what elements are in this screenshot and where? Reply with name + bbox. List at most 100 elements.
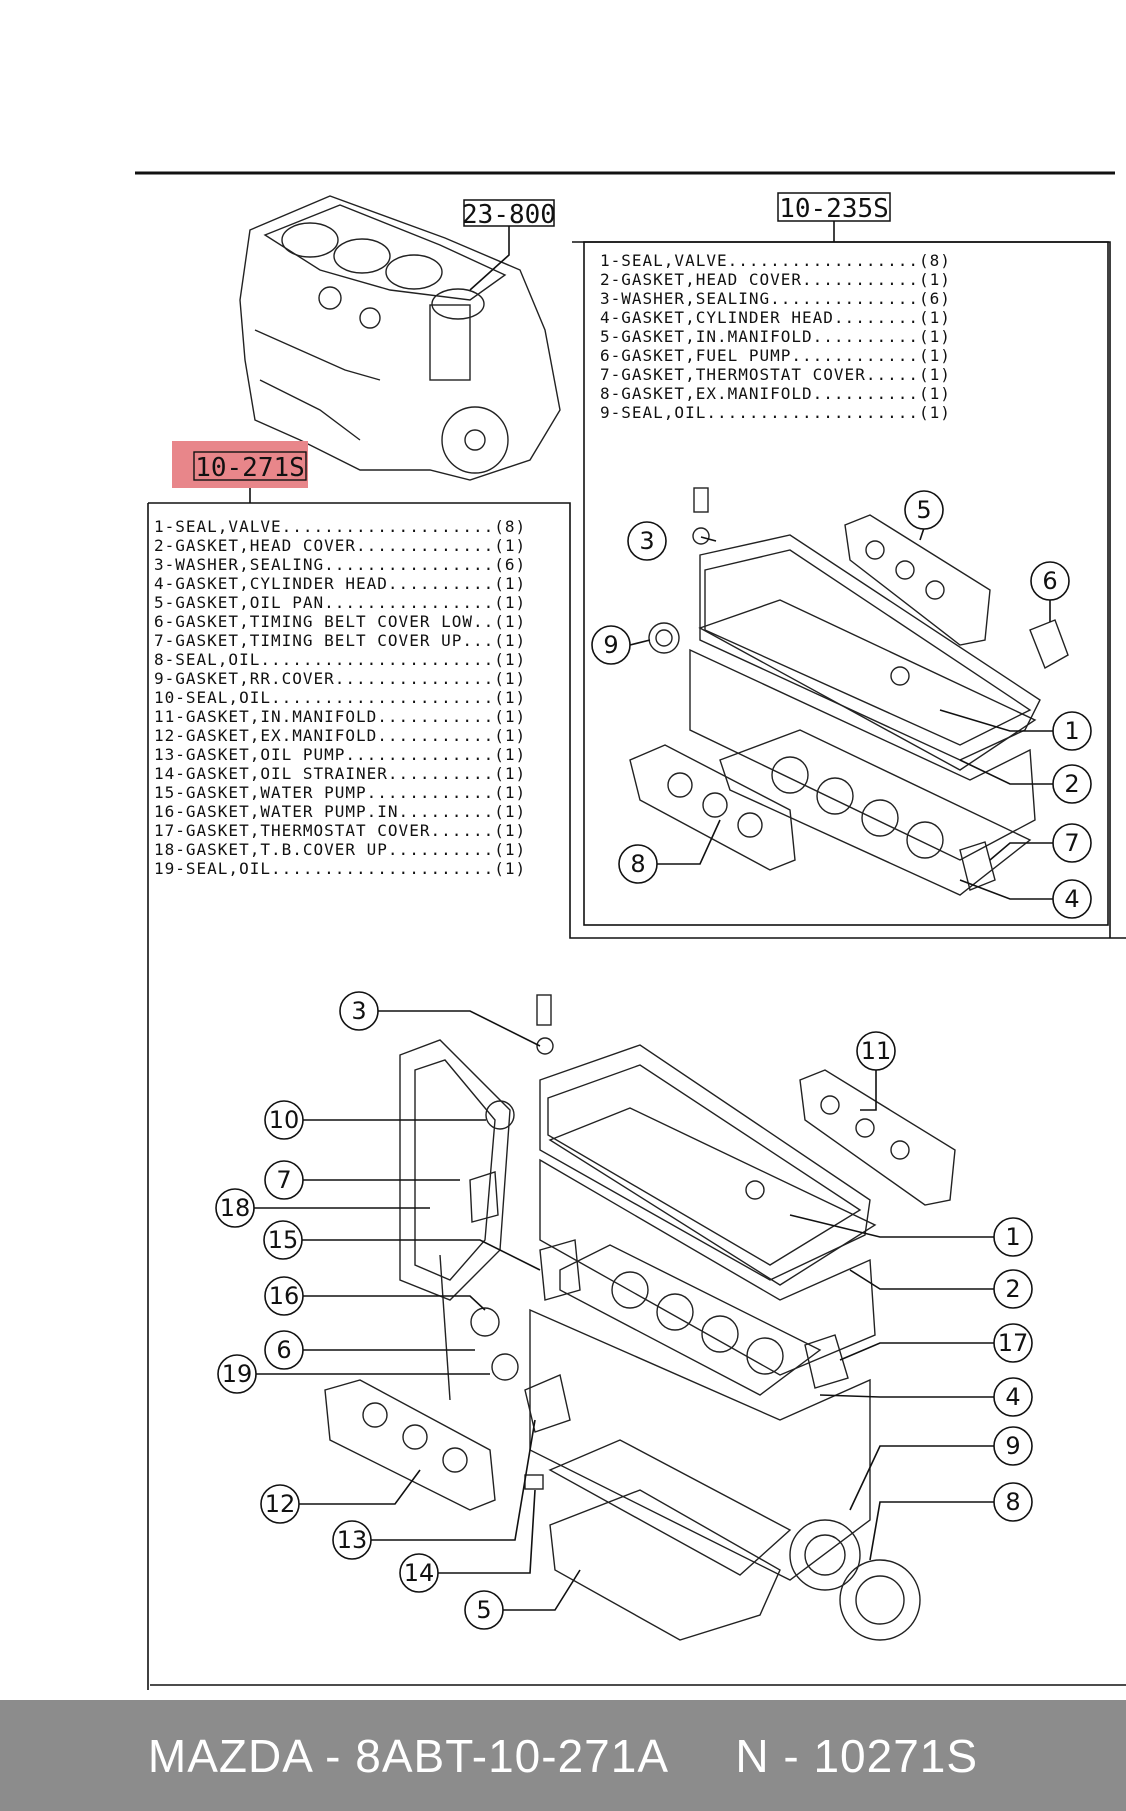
callout: 19 (217, 1354, 257, 1394)
svg-text:7: 7 (1064, 829, 1079, 857)
callout: 9 (591, 625, 631, 665)
callout: 7 (1052, 823, 1092, 863)
list-item: 19-SEAL,OIL.....................(1) (154, 859, 526, 878)
list-item: 8-SEAL,OIL......................(1) (154, 650, 526, 669)
svg-text:9: 9 (1005, 1432, 1020, 1460)
lower-exploded-drawing (324, 994, 956, 1641)
svg-text:19: 19 (222, 1360, 253, 1388)
callout: 5 (904, 490, 944, 530)
callout: 18 (215, 1188, 255, 1228)
callout: 3 (339, 991, 379, 1031)
callout: 7 (264, 1160, 304, 1200)
list-item: 1-SEAL,VALVE....................(8) (154, 517, 526, 536)
callout: 8 (618, 844, 658, 884)
list-item: 7-GASKET,THERMOSTAT COVER.....(1) (600, 365, 951, 384)
upper-exploded-drawing (629, 487, 1069, 896)
svg-text:9: 9 (603, 631, 618, 659)
svg-text:3: 3 (639, 527, 654, 555)
svg-text:8: 8 (630, 850, 645, 878)
list-item: 9-SEAL,OIL....................(1) (600, 403, 951, 422)
svg-text:13: 13 (337, 1526, 368, 1554)
list-item: 6-GASKET,FUEL PUMP............(1) (600, 346, 951, 365)
callout: 2 (993, 1269, 1033, 1309)
list-item: 11-GASKET,IN.MANIFOLD...........(1) (154, 707, 526, 726)
list-item: 4-GASKET,CYLINDER HEAD..........(1) (154, 574, 526, 593)
callout: 17 (993, 1323, 1033, 1363)
callout: 1 (1052, 711, 1092, 751)
main-kit-parts-list: 1-SEAL,VALVE....................(8) 2-GA… (154, 517, 526, 878)
list-item: 5-GASKET,IN.MANIFOLD..........(1) (600, 327, 951, 346)
svg-text:5: 5 (476, 1596, 491, 1624)
engine-block-illustration (239, 195, 561, 481)
callout: 12 (260, 1484, 300, 1524)
svg-text:4: 4 (1005, 1383, 1020, 1411)
svg-text:2: 2 (1005, 1275, 1020, 1303)
list-item: 2-GASKET,HEAD COVER...........(1) (600, 270, 951, 289)
block-ref-label: 23-800 (462, 200, 556, 230)
part-number-text: MAZDA - 8ABT-10-271A N - 10271S (147, 1729, 979, 1782)
list-item: 15-GASKET,WATER PUMP............(1) (154, 783, 526, 802)
list-item: 2-GASKET,HEAD COVER.............(1) (154, 536, 526, 555)
list-item: 8-GASKET,EX.MANIFOLD..........(1) (600, 384, 951, 403)
svg-text:15: 15 (268, 1226, 299, 1254)
lower-callouts: 3 11 10 7 18 1 15 2 16 17 6 19 4 9 8 12 … (215, 991, 1033, 1630)
svg-text:7: 7 (276, 1166, 291, 1194)
svg-text:8: 8 (1005, 1488, 1020, 1516)
svg-text:1: 1 (1005, 1223, 1020, 1251)
callout: 6 (1030, 561, 1070, 601)
block-ref-callout: 23-800 (462, 199, 556, 291)
upper-callouts: 5 3 6 9 1 2 7 8 4 (591, 490, 1092, 919)
callout: 10 (264, 1100, 304, 1140)
list-item: 12-GASKET,EX.MANIFOLD...........(1) (154, 726, 526, 745)
list-item: 6-GASKET,TIMING BELT COVER LOW..(1) (154, 612, 526, 631)
svg-text:3: 3 (351, 997, 366, 1025)
callout: 15 (263, 1220, 303, 1260)
list-item: 5-GASKET,OIL PAN................(1) (154, 593, 526, 612)
list-item: 13-GASKET,OIL PUMP..............(1) (154, 745, 526, 764)
svg-text:4: 4 (1064, 885, 1079, 913)
upper-kit-parts-list: 1-SEAL,VALVE..................(8) 2-GASK… (600, 251, 951, 422)
list-item: 17-GASKET,THERMOSTAT COVER......(1) (154, 821, 526, 840)
callout: 4 (993, 1377, 1033, 1417)
svg-text:5: 5 (916, 496, 931, 524)
list-item: 10-SEAL,OIL.....................(1) (154, 688, 526, 707)
callout: 8 (993, 1482, 1033, 1522)
upper-kit-ref-callout: 10-235S (777, 192, 891, 242)
list-item: 9-GASKET,RR.COVER...............(1) (154, 669, 526, 688)
part-number-banner: MAZDA - 8ABT-10-271A N - 10271S (0, 1700, 1126, 1811)
callout: 9 (993, 1426, 1033, 1466)
callout: 1 (993, 1217, 1033, 1257)
svg-text:6: 6 (276, 1336, 291, 1364)
callout: 5 (464, 1590, 504, 1630)
list-item: 16-GASKET,WATER PUMP.IN.........(1) (154, 802, 526, 821)
upper-frame-inner (583, 241, 1109, 926)
main-frame-top (148, 502, 1126, 939)
upper-callout-leaders (629, 527, 1054, 900)
svg-text:12: 12 (265, 1490, 296, 1518)
callout: 13 (332, 1520, 372, 1560)
list-item: 7-GASKET,TIMING BELT COVER UP...(1) (154, 631, 526, 650)
svg-text:10: 10 (269, 1106, 300, 1134)
list-item: 3-WASHER,SEALING................(6) (154, 555, 526, 574)
list-item: 14-GASKET,OIL STRAINER..........(1) (154, 764, 526, 783)
list-item: 18-GASKET,T.B.COVER UP..........(1) (154, 840, 526, 859)
main-kit-ref-callout: 10-271S (172, 441, 308, 503)
svg-text:16: 16 (269, 1282, 300, 1310)
svg-text:18: 18 (220, 1194, 251, 1222)
callout: 14 (399, 1553, 439, 1593)
list-item: 4-GASKET,CYLINDER HEAD........(1) (600, 308, 951, 327)
callout: 6 (264, 1330, 304, 1370)
svg-text:6: 6 (1042, 567, 1057, 595)
callout: 2 (1052, 764, 1092, 804)
upper-kit-ref-label: 10-235S (779, 194, 889, 224)
svg-text:2: 2 (1064, 770, 1079, 798)
callout: 3 (627, 521, 667, 561)
list-item: 1-SEAL,VALVE..................(8) (600, 251, 951, 270)
svg-text:14: 14 (404, 1559, 435, 1587)
callout: 4 (1052, 879, 1092, 919)
svg-text:17: 17 (998, 1329, 1029, 1357)
svg-text:1: 1 (1064, 717, 1079, 745)
svg-text:11: 11 (861, 1037, 892, 1065)
callout: 11 (856, 1031, 896, 1071)
